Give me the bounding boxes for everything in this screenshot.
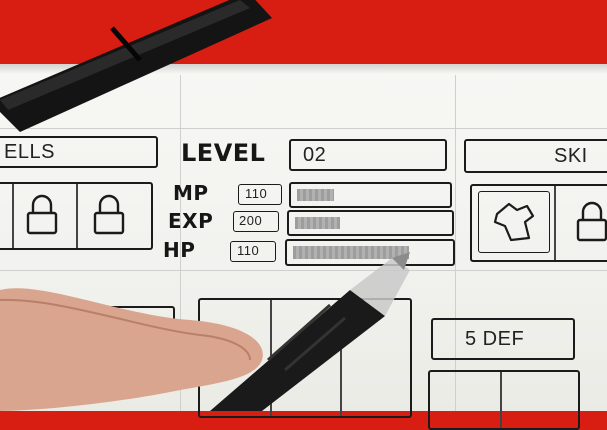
def-label: 5 DEF bbox=[465, 328, 524, 351]
guide-line bbox=[0, 128, 607, 129]
slot-divider bbox=[554, 186, 556, 260]
hp-value: 110 bbox=[237, 243, 259, 258]
def-slots bbox=[428, 370, 580, 430]
slot-divider bbox=[500, 372, 502, 428]
equipment-grid bbox=[198, 298, 412, 418]
guide-line bbox=[0, 270, 607, 271]
exp-value-box: 200 bbox=[233, 211, 279, 232]
lock-icon[interactable] bbox=[24, 193, 60, 241]
mp-bar-fill bbox=[297, 189, 334, 201]
level-label: LEVEL bbox=[181, 139, 265, 167]
slot-divider bbox=[12, 184, 14, 248]
level-value: 02 bbox=[303, 144, 326, 167]
exp-bar-fill bbox=[295, 217, 340, 229]
exp-label: EXP bbox=[168, 209, 213, 233]
armor-slot[interactable] bbox=[478, 191, 550, 253]
armor-icon bbox=[489, 200, 539, 244]
bottom-left-box bbox=[35, 306, 175, 342]
mp-label: MP bbox=[173, 181, 209, 205]
skills-header: SKI bbox=[464, 139, 607, 173]
mp-value: 110 bbox=[245, 186, 267, 201]
exp-bar bbox=[287, 210, 454, 236]
mp-value-box: 110 bbox=[238, 184, 282, 205]
lock-icon[interactable] bbox=[574, 200, 607, 248]
exp-value: 200 bbox=[239, 213, 262, 228]
level-field: 02 bbox=[289, 139, 447, 171]
hp-bar bbox=[285, 239, 455, 266]
grid-divider bbox=[270, 300, 272, 416]
hp-value-box: 110 bbox=[230, 241, 276, 262]
mp-bar bbox=[289, 182, 452, 208]
paper-edge bbox=[0, 64, 607, 74]
slot-divider bbox=[76, 184, 78, 248]
skills-label: SKI bbox=[554, 145, 588, 168]
spells-header: ELLS bbox=[0, 136, 158, 168]
spells-label: ELLS bbox=[4, 141, 55, 164]
hp-bar-fill bbox=[293, 246, 409, 259]
hp-label: HP bbox=[163, 238, 195, 262]
grid-divider bbox=[340, 300, 342, 416]
spell-slots bbox=[0, 182, 153, 250]
lock-icon[interactable] bbox=[91, 193, 127, 241]
def-button[interactable]: 5 DEF bbox=[431, 318, 575, 360]
guide-line bbox=[455, 75, 456, 411]
